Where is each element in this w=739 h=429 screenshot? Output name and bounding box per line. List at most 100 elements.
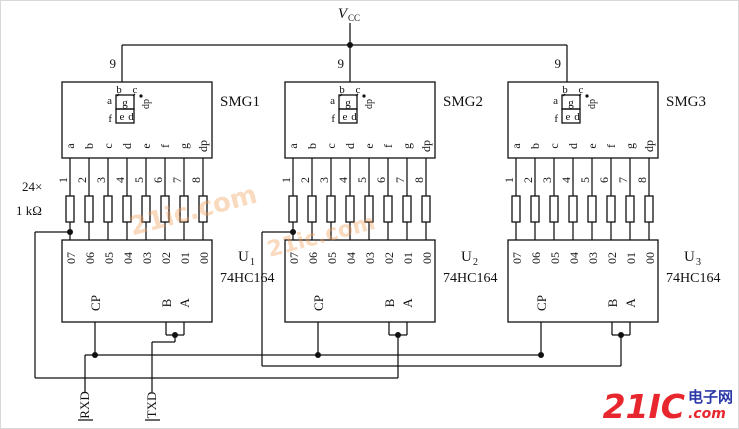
watermark-brand-text: 21IC — [602, 387, 685, 426]
display-pin-label: c — [101, 143, 115, 148]
ic-data-a-pin: A — [400, 298, 415, 308]
seg-glyph-bottom-cell — [115, 108, 135, 124]
resistor-number: 1 — [502, 177, 516, 183]
ic-output-pin: 01 — [401, 252, 415, 264]
resistor-number: 7 — [170, 177, 184, 183]
ic-data-b-pin: B — [605, 298, 620, 307]
display-box — [61, 81, 213, 159]
resistor-number: 4 — [559, 177, 573, 183]
ic-box — [284, 239, 436, 323]
ic-output-pin: 02 — [605, 252, 619, 264]
resistor — [160, 195, 170, 223]
resistor — [307, 195, 317, 223]
resistor-number: 5 — [578, 177, 592, 183]
seg-glyph-a: a — [553, 95, 558, 107]
resistor-number: 1 — [56, 177, 70, 183]
resistor-number: 8 — [189, 177, 203, 183]
ic-box — [507, 239, 659, 323]
ic-output-pin: 04 — [344, 252, 358, 264]
resistor-number: 4 — [113, 177, 127, 183]
display-pin-label: a — [286, 143, 300, 149]
resistor-number: 2 — [75, 177, 89, 183]
seg-glyph-tick — [116, 93, 120, 97]
ic-data-b-pin: B — [382, 298, 397, 307]
ic-output-pin: 06 — [83, 252, 97, 264]
display-pin-label: f — [158, 144, 172, 148]
display-vcc-pin-9: 9 — [555, 56, 562, 71]
ic-ref-subscript: 1 — [250, 257, 255, 268]
ic-output-pin: 03 — [363, 252, 377, 264]
display-pin-label: g — [400, 143, 414, 149]
resistor — [65, 195, 75, 223]
resistor-number: 6 — [374, 177, 388, 183]
resistor-number: 2 — [521, 177, 535, 183]
seg-glyph-dp: dp — [364, 99, 375, 109]
vcc-label: V — [338, 6, 349, 22]
ic-data-a-pin: A — [623, 298, 638, 308]
ic-output-pin: 00 — [197, 252, 211, 264]
ic-ref-label: U — [684, 249, 695, 265]
seg-glyph-tick — [132, 93, 136, 97]
seg-glyph-g: g — [122, 97, 128, 109]
ic-ref-subscript: 2 — [473, 257, 478, 268]
resistor-number: 6 — [151, 177, 165, 183]
display-pin-label: c — [324, 143, 338, 148]
display-pin-label: g — [177, 143, 191, 149]
seg-glyph-tick — [339, 93, 343, 97]
display-ref-label: SMG3 — [666, 94, 706, 110]
display-pin-label: c — [547, 143, 561, 148]
resistor — [122, 195, 132, 223]
junction-dot — [92, 352, 98, 358]
txd-label: TXD — [144, 392, 159, 419]
display-ref-label: SMG1 — [220, 94, 260, 110]
display-pin-label: dp — [419, 140, 433, 152]
resistor — [606, 195, 616, 223]
seg-glyph-a: a — [107, 95, 112, 107]
seg-glyph-dp-dot — [139, 94, 143, 98]
ic-box — [61, 239, 213, 323]
resistor — [141, 195, 151, 223]
seg-glyph-f: f — [554, 113, 558, 125]
resistor — [103, 195, 113, 223]
resistor-number: 8 — [635, 177, 649, 183]
ic-output-pin: 03 — [140, 252, 154, 264]
resistor — [625, 195, 635, 223]
ic-part-label: 74HC164 — [666, 271, 720, 286]
resistor — [421, 195, 431, 223]
resistor-number: 2 — [298, 177, 312, 183]
seg-glyph-b: b — [116, 84, 122, 96]
resistor — [84, 195, 94, 223]
vcc-junction — [347, 42, 353, 48]
resistor — [383, 195, 393, 223]
ic-data-a-pin: A — [177, 298, 192, 308]
seg-glyph-g: g — [345, 97, 351, 109]
resistor-number: 5 — [132, 177, 146, 183]
ic-clock-pin: CP — [88, 295, 103, 311]
resistor-count-label: 24× — [22, 179, 42, 194]
resistor — [530, 195, 540, 223]
seg-glyph-bottom-cell — [561, 108, 581, 124]
ic-output-pin: 06 — [306, 252, 320, 264]
display-pin-label: b — [82, 143, 96, 149]
resistor-number: 7 — [393, 177, 407, 183]
ic-output-pin: 07 — [64, 252, 78, 264]
ic-output-pin: 04 — [121, 252, 135, 264]
display-vcc-pin-9: 9 — [338, 56, 345, 71]
ic-output-pin: 05 — [325, 252, 339, 264]
seg-glyph-tick — [578, 93, 582, 97]
seg-glyph-b: b — [339, 84, 345, 96]
resistor — [587, 195, 597, 223]
ic-ref-label: U — [238, 249, 249, 265]
ic-output-pin: 07 — [287, 252, 301, 264]
resistor — [198, 195, 208, 223]
resistor-number: 3 — [317, 177, 331, 183]
resistor — [549, 195, 559, 223]
seg-glyph-d: d — [574, 111, 580, 123]
display-pin-label: g — [623, 143, 637, 149]
ic-output-pin: 05 — [548, 252, 562, 264]
ic-output-pin: 04 — [567, 252, 581, 264]
ic-clock-pin: CP — [534, 295, 549, 311]
display-pin-label: e — [139, 143, 153, 148]
